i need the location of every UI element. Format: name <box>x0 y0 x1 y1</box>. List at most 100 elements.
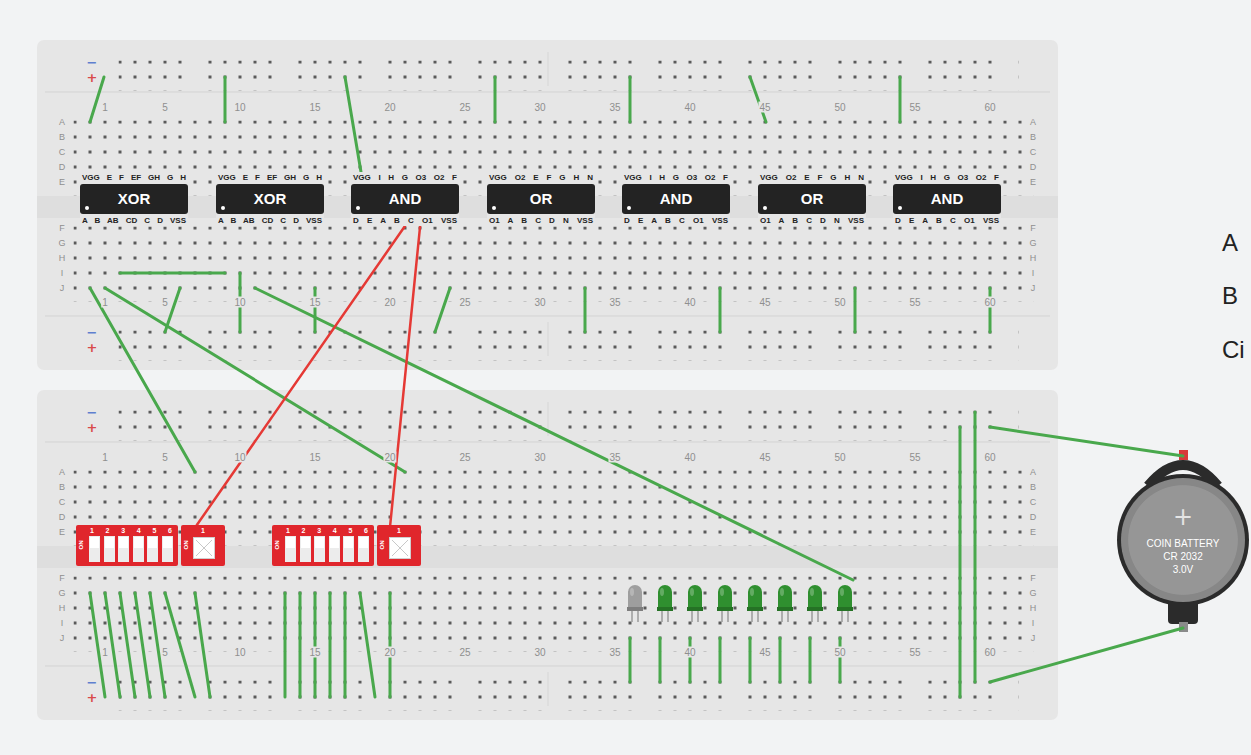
jumper-wires <box>165 593 195 697</box>
breadboard <box>37 390 1058 720</box>
chip-body: XOR <box>80 184 188 214</box>
chip-name: XOR <box>254 190 287 208</box>
pin-labels: A B AB CD C D VSS <box>82 215 186 226</box>
battery-polarity: + <box>1173 505 1193 529</box>
chip-body: OR <box>758 184 866 214</box>
switch-slot <box>104 536 115 562</box>
switch-toggle <box>315 537 324 548</box>
column-number: 60 <box>983 647 996 658</box>
dip-switch: ON1 <box>181 525 225 566</box>
switch-toggle <box>359 537 368 548</box>
row-letter: C <box>1029 147 1038 157</box>
pin-labels: VGG E F EF GH G H <box>218 172 322 183</box>
row-letter: G <box>1028 588 1037 598</box>
row-letter: E <box>1029 177 1037 187</box>
column-number: 35 <box>608 102 621 113</box>
row-letter: H <box>1029 603 1038 613</box>
jumper-wires <box>90 77 104 122</box>
row-letter: G <box>57 588 66 598</box>
row-letter: F <box>1029 573 1037 583</box>
switch-slot <box>89 536 100 562</box>
jumper-wires <box>779 638 782 682</box>
switch-on-label: ON <box>274 541 280 550</box>
row-letter: B <box>58 132 66 142</box>
row-letter: G <box>1028 238 1037 248</box>
jumper-wires <box>629 77 632 122</box>
column-number: 25 <box>458 102 471 113</box>
column-number: 1 <box>101 297 109 308</box>
logic-chip: XORVGG E F EF GH G HA B AB CD C D VSS <box>216 172 324 226</box>
switch-numbers: 1 2 3 4 5 6 <box>286 526 368 535</box>
breadboard <box>119 411 1019 441</box>
jumper-wires <box>255 288 853 580</box>
led-row <box>657 585 673 622</box>
column-number: 5 <box>161 452 169 463</box>
row-letter: C <box>58 147 67 157</box>
rail-sign: − <box>86 406 99 419</box>
column-number: 15 <box>308 102 321 113</box>
logic-chip: ANDVGG I H G O3 O2 FD E A B C O1 VSS <box>622 172 730 226</box>
column-number: 45 <box>758 297 771 308</box>
jumper-wires <box>809 638 812 682</box>
rail-sign: − <box>86 56 99 69</box>
column-number: 20 <box>383 297 396 308</box>
switch-toggle <box>392 540 408 556</box>
jumper-wires <box>344 593 347 697</box>
switch-toggle <box>134 537 143 548</box>
chip-body: AND <box>893 184 1001 214</box>
pin-one-dot <box>763 206 767 210</box>
battery-holder <box>1117 474 1249 606</box>
switch-slot <box>389 537 411 559</box>
switch-numbers: 1 <box>201 526 205 535</box>
jumper-wires <box>584 288 587 332</box>
jumper-wires <box>974 412 977 682</box>
breadboard <box>74 577 1034 652</box>
switch-toggle <box>119 537 128 548</box>
chip-name: OR <box>530 190 553 208</box>
breadboard <box>119 61 1019 91</box>
jumper-wires <box>494 77 497 122</box>
jumper-wires <box>345 77 361 172</box>
pin-one-dot <box>898 206 902 210</box>
column-number: 10 <box>233 647 246 658</box>
led-row <box>717 585 733 622</box>
pin-labels: O1 A B C D N VSS <box>489 215 593 226</box>
battery-label: COIN BATTERY <box>1147 537 1220 550</box>
column-number: 40 <box>683 647 696 658</box>
chip-body: AND <box>351 184 459 214</box>
jumper-wires <box>105 593 120 697</box>
breadboard <box>119 331 1019 361</box>
row-letter: D <box>58 512 67 522</box>
column-number: 30 <box>533 452 546 463</box>
jumper-wire <box>390 226 420 525</box>
logic-chip: ORVGG O2 E F G H NO1 A B C D N VSS <box>487 172 595 226</box>
jumper-wires <box>990 628 1183 682</box>
jumper-wires <box>750 77 766 122</box>
column-number: 45 <box>758 452 771 463</box>
row-letter: I <box>60 268 65 278</box>
side-label: A <box>1222 229 1238 257</box>
switch-toggle <box>330 537 339 548</box>
row-letter: E <box>1029 527 1037 537</box>
pin-labels: VGG I H G O3 O2 F <box>353 172 457 183</box>
column-number: 1 <box>101 102 109 113</box>
breadboard <box>37 40 1058 370</box>
pin-labels: VGG O2 E F G H N <box>760 172 864 183</box>
jumper-wires <box>299 593 302 697</box>
row-letter: F <box>58 223 66 233</box>
led-row <box>627 585 643 622</box>
row-letter: D <box>58 162 67 172</box>
rail-sign: + <box>86 691 99 704</box>
column-number: 40 <box>683 102 696 113</box>
pin-labels: D E A B C O1 VSS <box>353 215 457 226</box>
switch-toggle <box>344 537 353 548</box>
breadboard <box>45 442 1050 443</box>
column-number: 25 <box>458 452 471 463</box>
row-letter: F <box>58 573 66 583</box>
column-number: 60 <box>983 297 996 308</box>
jumper-wires <box>719 638 722 682</box>
row-letter: A <box>58 117 66 127</box>
logic-chip: XORVGG E F EF GH G HA B AB CD C D VSS <box>80 172 188 226</box>
column-number: 20 <box>383 452 396 463</box>
switch-slot <box>118 536 129 562</box>
